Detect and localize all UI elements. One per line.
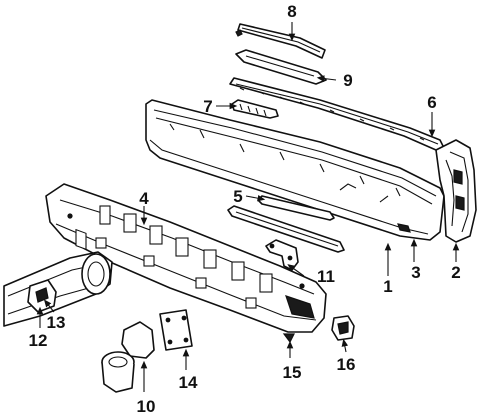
callout-12: 12 (29, 331, 48, 350)
part-4-reinforcement (45, 183, 327, 333)
part-3-filler-strip (227, 205, 345, 253)
part-15-clip (282, 333, 295, 344)
callout-14: 14 (179, 373, 198, 392)
part-9-molding-pad (235, 49, 327, 85)
part-1-bumper-face-bar (145, 99, 445, 241)
callout-10: 10 (137, 397, 156, 416)
part-12-frame-rail (3, 251, 113, 327)
callout-15: 15 (283, 363, 302, 382)
callout-3: 3 (411, 263, 420, 282)
part-6-impact-strip (229, 77, 445, 151)
callout-13: 13 (47, 313, 66, 332)
callout-2: 2 (451, 263, 460, 282)
callout-16: 16 (337, 355, 356, 374)
leader-lines (36, 22, 460, 392)
callout-6: 6 (427, 93, 436, 112)
callout-1: 1 (383, 277, 392, 296)
part-2-bumper-end (435, 139, 477, 243)
part-7-insert (231, 99, 279, 119)
callout-7: 7 (203, 97, 212, 116)
part-13-mount-bracket (27, 279, 57, 313)
callout-4: 4 (139, 189, 149, 208)
part-16-retainer (331, 315, 355, 341)
callout-5: 5 (233, 187, 242, 206)
part-10-energy-absorber (101, 321, 155, 393)
callout-9: 9 (343, 71, 352, 90)
callout-8: 8 (287, 2, 296, 21)
part-8-upper-molding (235, 23, 326, 59)
callout-11: 11 (317, 267, 335, 286)
part-14-plate (159, 309, 193, 351)
